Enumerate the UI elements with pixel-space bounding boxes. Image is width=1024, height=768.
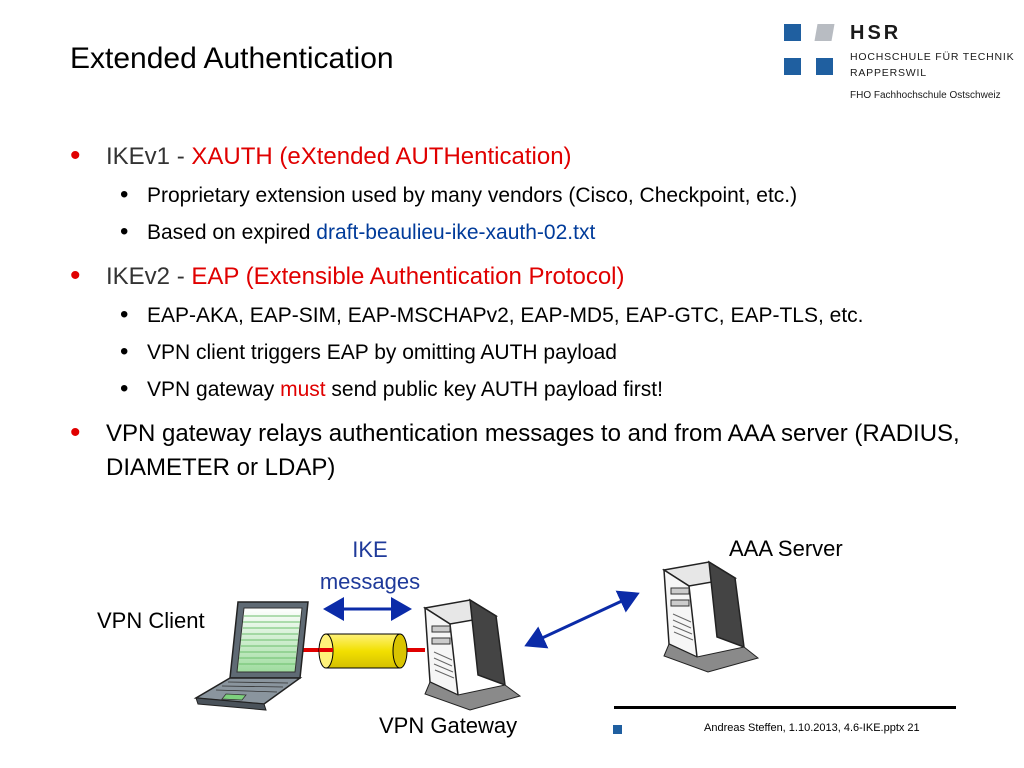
sub-bullet: • Based on expired draft-beaulieu-ike-xa… bbox=[70, 218, 970, 248]
bullet-text: VPN gateway relays authentication messag… bbox=[106, 420, 960, 481]
bullet-ikev2: • IKEv2 - EAP (Extensible Authentication… bbox=[70, 259, 970, 294]
ike-label-line: messages bbox=[319, 569, 421, 594]
sub-bullet: • VPN gateway must send public key AUTH … bbox=[70, 375, 970, 405]
logo-name: HSR bbox=[850, 22, 902, 44]
ike-messages-label: IKE messages bbox=[300, 534, 440, 598]
aaa-arrow-icon bbox=[524, 590, 640, 649]
bullet-relay: • VPN gateway relays authentication mess… bbox=[70, 416, 970, 485]
sub-bullet-text: send public key AUTH payload first! bbox=[325, 378, 663, 401]
sub-bullet: • Proprietary extension used by many ven… bbox=[70, 181, 970, 211]
bullet-text: IKEv1 - bbox=[106, 143, 192, 170]
logo-line-3: FHO Fachhochschule Ostschweiz bbox=[850, 90, 1001, 101]
sub-bullet-text: Based on expired bbox=[147, 221, 317, 244]
sub-bullet-text: VPN client triggers EAP by omitting AUTH… bbox=[147, 341, 617, 364]
bullet-dot-icon: • bbox=[120, 218, 129, 245]
logo-square-icon bbox=[816, 58, 833, 75]
aaa-server-icon bbox=[661, 560, 760, 673]
logo-square-icon bbox=[784, 58, 801, 75]
logo-square-icon bbox=[814, 24, 835, 41]
vpn-client-label: VPN Client bbox=[97, 608, 205, 633]
sub-bullet: • EAP-AKA, EAP-SIM, EAP-MSCHAPv2, EAP-MD… bbox=[70, 301, 970, 331]
bullet-dot-icon: • bbox=[120, 338, 129, 365]
vpn-gateway-label: VPN Gateway bbox=[379, 713, 518, 738]
draft-link[interactable]: draft-beaulieu-ike-xauth-02.txt bbox=[316, 221, 596, 244]
bullet-dot-icon: • bbox=[120, 301, 129, 328]
sub-bullet-text: Proprietary extension used by many vendo… bbox=[147, 184, 798, 207]
logo-line-1: HOCHSCHULE FÜR TECHNIK bbox=[850, 51, 1015, 63]
network-diagram: IKE messages VPN Client AAA Server VPN G… bbox=[0, 520, 1024, 768]
sub-bullet-text: EAP-AKA, EAP-SIM, EAP-MSCHAPv2, EAP-MD5,… bbox=[147, 304, 864, 327]
slide-title: Extended Authentication bbox=[70, 42, 394, 75]
laptop-icon bbox=[193, 601, 309, 711]
bullet-dot-icon: • bbox=[70, 139, 81, 172]
bullet-highlight: XAUTH (eXtended AUTHentication) bbox=[191, 143, 572, 170]
hsr-logo: HSR HOCHSCHULE FÜR TECHNIK RAPPERSWIL FH… bbox=[784, 22, 1016, 108]
ike-label-line: IKE bbox=[352, 537, 388, 562]
bullet-dot-icon: • bbox=[70, 416, 81, 449]
sub-bullet: • VPN client triggers EAP by omitting AU… bbox=[70, 338, 970, 368]
bullet-dot-icon: • bbox=[120, 181, 129, 208]
bullet-ikev1: • IKEv1 - XAUTH (eXtended AUTHentication… bbox=[70, 139, 970, 174]
aaa-server-label: AAA Server bbox=[729, 536, 843, 561]
bullet-dot-icon: • bbox=[70, 259, 81, 292]
footer-text: Andreas Steffen, 1.10.2013, 4.6-IKE.pptx… bbox=[704, 722, 920, 734]
logo-square-icon bbox=[784, 24, 801, 41]
bullet-text: IKEv2 - bbox=[106, 263, 192, 290]
bullet-highlight: EAP (Extensible Authentication Protocol) bbox=[191, 263, 625, 290]
bullet-dot-icon: • bbox=[120, 375, 129, 402]
vpn-tunnel-icon bbox=[318, 633, 408, 669]
sub-bullet-text: VPN gateway bbox=[147, 378, 281, 401]
logo-line-2: RAPPERSWIL bbox=[850, 67, 927, 79]
diagram-graphics bbox=[193, 560, 760, 711]
footer-divider bbox=[614, 706, 956, 709]
footer-square-icon bbox=[613, 725, 622, 734]
sub-bullet-highlight: must bbox=[280, 378, 326, 401]
gateway-server-icon bbox=[422, 598, 522, 711]
bullet-list: • IKEv1 - XAUTH (eXtended AUTHentication… bbox=[70, 139, 970, 485]
